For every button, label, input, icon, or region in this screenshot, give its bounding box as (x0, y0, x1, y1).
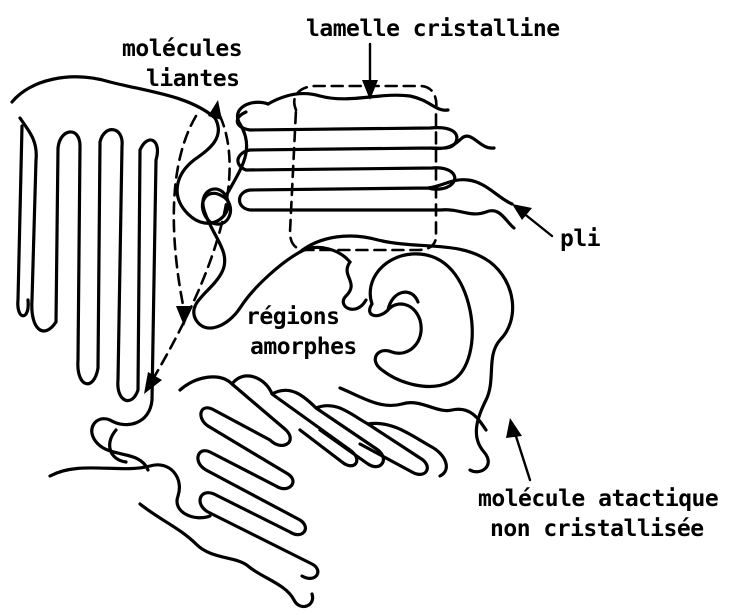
bottom-chains (50, 430, 313, 607)
pli-label: pli (560, 226, 600, 252)
lamelle-label: lamelle cristalline (306, 16, 560, 42)
atactique-arrow-head (506, 418, 522, 438)
atactique-arrow-line (514, 430, 530, 480)
tie-molecules-arrow-head-3 (208, 100, 222, 120)
crystalline-lamella-folds (237, 94, 514, 228)
lower-folded-lamella (180, 376, 446, 579)
left-folded-lamella (12, 77, 215, 470)
amorphes-label-line2: amorphes (250, 334, 357, 360)
liantes-label-line2: liantes (146, 66, 239, 92)
tie-molecules-dashed-arrow-2 (150, 116, 230, 384)
pli-arrow-line (522, 212, 552, 236)
atactique-label-line2: non cristallisée (490, 516, 704, 542)
atactique-label-line1: molécule atactique (478, 486, 718, 512)
amorphous-loop (343, 254, 472, 387)
amorphes-label-line1: régions (246, 304, 339, 330)
tie-molecules-arrow-head-1 (176, 306, 192, 326)
liantes-label-line1: molécules (122, 36, 242, 62)
